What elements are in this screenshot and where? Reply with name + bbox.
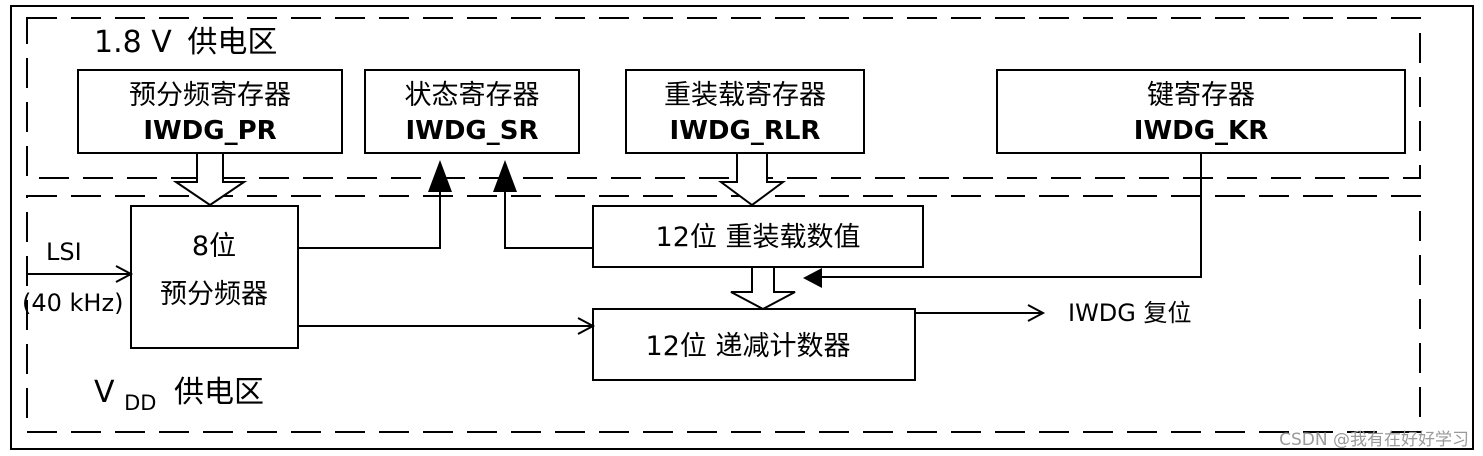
wire-prescaler-to-sr: [298, 190, 441, 249]
register-box-pr: [77, 69, 343, 154]
zone-vdd-border: [26, 195, 1421, 433]
zone-1v8-label: 1.8 V 供电区: [94, 25, 277, 60]
register-box-kr: [996, 69, 1406, 154]
down-counter-block: [592, 308, 916, 381]
register-pr-name: IWDG_PR: [143, 116, 276, 146]
wire-reload-to-sr: [504, 190, 593, 249]
wire-kr-to-counter: [820, 153, 1202, 278]
zone-1v8-voltage: 1.8 V: [94, 25, 172, 60]
hollow-arrow-reload-to-counter: [730, 266, 796, 311]
zone-vdd-sub: DD: [124, 391, 156, 415]
zone-vdd-v: V: [94, 375, 115, 410]
register-pr-cn: 预分频寄存器: [129, 80, 291, 111]
zone-vdd-label: V DD 供电区: [94, 375, 264, 418]
register-sr-cn: 状态寄存器: [405, 80, 540, 111]
open-arrow-to-counter: [577, 317, 596, 335]
zone-vdd-suffix: 供电区: [174, 375, 264, 410]
reload-value-label: 12位 重装载数值: [656, 222, 861, 253]
zone-1v8-suffix: 供电区: [187, 25, 277, 60]
register-box-sr: [364, 69, 580, 154]
prescaler-line2: 预分频器: [160, 279, 268, 310]
outer-frame: [10, 5, 1474, 450]
lsi-label: LSI: [46, 238, 82, 266]
hollow-arrow-rlr-to-reload: [717, 152, 787, 207]
lsi-frequency: (40 kHz): [22, 289, 123, 317]
open-arrow-lsi: [115, 265, 134, 283]
register-rlr-cn: 重装载寄存器: [664, 80, 826, 111]
watermark-text: CSDN @我有在好好学习: [1279, 430, 1469, 450]
zone-1v8-border: [26, 17, 1421, 179]
register-rlr-name: IWDG_RLR: [670, 116, 821, 146]
register-sr-name: IWDG_SR: [405, 116, 538, 146]
down-counter-label: 12位 递减计数器: [646, 331, 851, 362]
register-kr-name: IWDG_KR: [1134, 116, 1268, 146]
solid-arrow-up-sr-left: [428, 160, 452, 192]
register-box-rlr: [625, 69, 865, 154]
hollow-arrow-pr-to-prescaler: [172, 152, 248, 207]
register-kr-cn: 键寄存器: [1147, 80, 1255, 111]
solid-arrow-left-kr: [803, 268, 822, 288]
solid-arrow-up-sr-right: [493, 160, 517, 192]
prescaler-line1: 8位: [192, 231, 236, 262]
reload-value-block: [592, 205, 924, 268]
prescaler-block: [130, 205, 299, 349]
open-arrow-reset: [1027, 304, 1046, 322]
reset-label: IWDG 复位: [1068, 299, 1192, 327]
